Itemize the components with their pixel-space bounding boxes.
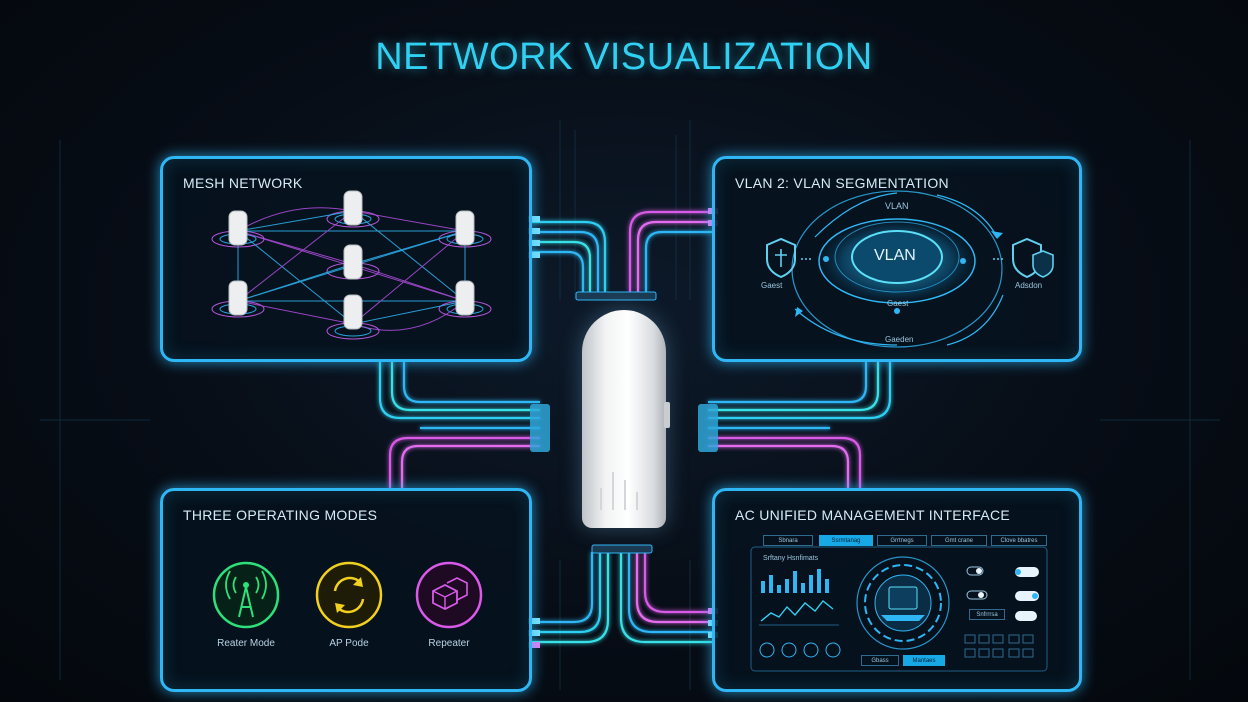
- vlan-panel-title: VLAN 2: VLAN SEGMENTATION: [735, 175, 949, 191]
- gbass-button[interactable]: Gbass: [861, 655, 899, 666]
- small-control-grid: [964, 634, 1034, 658]
- mini-bar-chart: [761, 569, 829, 593]
- shield-icon: [766, 237, 796, 279]
- right-connector: [698, 404, 718, 452]
- tab-clove-bbatres[interactable]: Clove bbatres: [991, 535, 1047, 546]
- tab-grrtnegs[interactable]: Grrtnegs: [877, 535, 927, 546]
- mesh-topology-diagram: [211, 190, 492, 340]
- tab-gmt-crane[interactable]: Gmt crane: [931, 535, 987, 546]
- ac-management-panel: AC UNIFIED MANAGEMENT INTERFACE Sbnara S…: [712, 488, 1082, 692]
- toggle-switches: [966, 566, 1039, 621]
- widget-title-a: Srftany: [763, 555, 786, 562]
- mini-line-chart: [760, 600, 834, 622]
- vlan-top-label: VLAN: [885, 201, 909, 211]
- mesh-node: [343, 244, 363, 280]
- mode-label-ap: AP Pode: [329, 638, 369, 649]
- vlan-center-label: VLAN: [874, 247, 916, 264]
- mode-label-repeater: Repeater: [428, 638, 470, 649]
- ac-panel-title: AC UNIFIED MANAGEMENT INTERFACE: [735, 507, 1011, 523]
- mesh-panel-title: MESH NETWORK: [183, 175, 303, 191]
- tab-ssrmtanag[interactable]: Ssrmtanag: [819, 535, 873, 546]
- top-hub: [575, 291, 657, 301]
- vlan-bottom-label: Gaeden: [885, 335, 914, 344]
- vlan-diagram: [766, 190, 1054, 348]
- shield-icon: [1032, 250, 1054, 278]
- radar-dial: [856, 556, 950, 650]
- access-point-device: [582, 310, 670, 528]
- mesh-node: [228, 280, 248, 316]
- tab-sbnara[interactable]: Sbnara: [763, 535, 813, 546]
- vlan-right-label: Adsdon: [1015, 281, 1043, 290]
- mode-label-router: Reater Mode: [217, 638, 275, 649]
- modes-panel-title: THREE OPERATING MODES: [183, 507, 378, 523]
- bottom-hub: [591, 544, 653, 554]
- mesh-node: [343, 294, 363, 330]
- antenna-tower-icon: [212, 561, 280, 629]
- mesh-node: [455, 280, 475, 316]
- mesh-node: [228, 210, 248, 246]
- left-connector: [530, 404, 550, 452]
- cubes-icon: [415, 561, 483, 629]
- modes-icons: [212, 561, 483, 629]
- refresh-arrows-icon: [315, 561, 383, 629]
- vlan-inner-label: Gaest: [887, 299, 909, 308]
- operating-modes-panel: THREE OPERATING MODES Reater Mode AP Pod…: [160, 488, 532, 692]
- vlan-segmentation-panel: VLAN 2: VLAN SEGMENTATION VLAN VLAN G: [712, 156, 1082, 362]
- mantaes-button[interactable]: Mantaes: [903, 655, 945, 666]
- widget-title-b: Hsnfimats: [787, 555, 819, 562]
- snfrrrsa-button[interactable]: Snfrrrsa: [969, 609, 1005, 620]
- ac-dashboard-widgets: [750, 546, 1048, 672]
- vlan-left-label: Gaest: [761, 281, 783, 290]
- mesh-network-panel: MESH NETWORK: [160, 156, 532, 362]
- device-side-button: [664, 402, 670, 428]
- page-title: NETWORK VISUALIZATION: [375, 36, 873, 78]
- mesh-node: [455, 210, 475, 246]
- mesh-node: [343, 190, 363, 226]
